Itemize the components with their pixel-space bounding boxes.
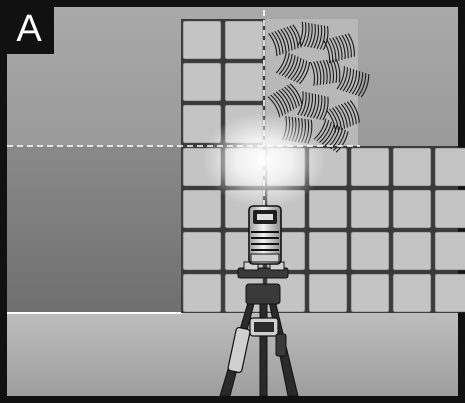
wall-tile bbox=[182, 189, 222, 229]
wall-tile bbox=[224, 62, 264, 102]
wall-tile bbox=[224, 20, 264, 60]
wall-tile bbox=[182, 231, 222, 271]
adhesive-ridge-patch bbox=[297, 91, 329, 121]
wall-tile bbox=[308, 231, 348, 271]
panel-label-badge: A bbox=[4, 4, 54, 54]
wall-tile bbox=[434, 231, 465, 271]
wall-tile bbox=[308, 273, 348, 313]
adhesive-trowel-pattern bbox=[266, 19, 370, 153]
wall-tile bbox=[182, 20, 222, 60]
laser-level-device bbox=[248, 205, 282, 265]
wall-tile bbox=[350, 147, 390, 187]
wall-tile bbox=[182, 104, 222, 144]
adhesive-ridge-patch bbox=[309, 58, 341, 86]
wall-tile bbox=[392, 231, 432, 271]
wall-tile bbox=[350, 273, 390, 313]
panel-label: A bbox=[16, 8, 42, 50]
wall-tile bbox=[434, 273, 465, 313]
wall-tile bbox=[392, 189, 432, 229]
adhesive-ridge-patch bbox=[336, 66, 370, 98]
adhesive-ridge-patch bbox=[275, 51, 311, 85]
adhesive-ridge-patch bbox=[268, 24, 302, 57]
wall-tile bbox=[182, 273, 222, 313]
wall-tile bbox=[392, 147, 432, 187]
wall-tile bbox=[392, 273, 432, 313]
adhesive-ridge-patch bbox=[297, 21, 329, 51]
wall-tile bbox=[434, 189, 465, 229]
wall-tile bbox=[182, 62, 222, 102]
wall-tile bbox=[350, 189, 390, 229]
wall-tile bbox=[350, 231, 390, 271]
wall-tile bbox=[308, 189, 348, 229]
wall-tile bbox=[434, 147, 465, 187]
